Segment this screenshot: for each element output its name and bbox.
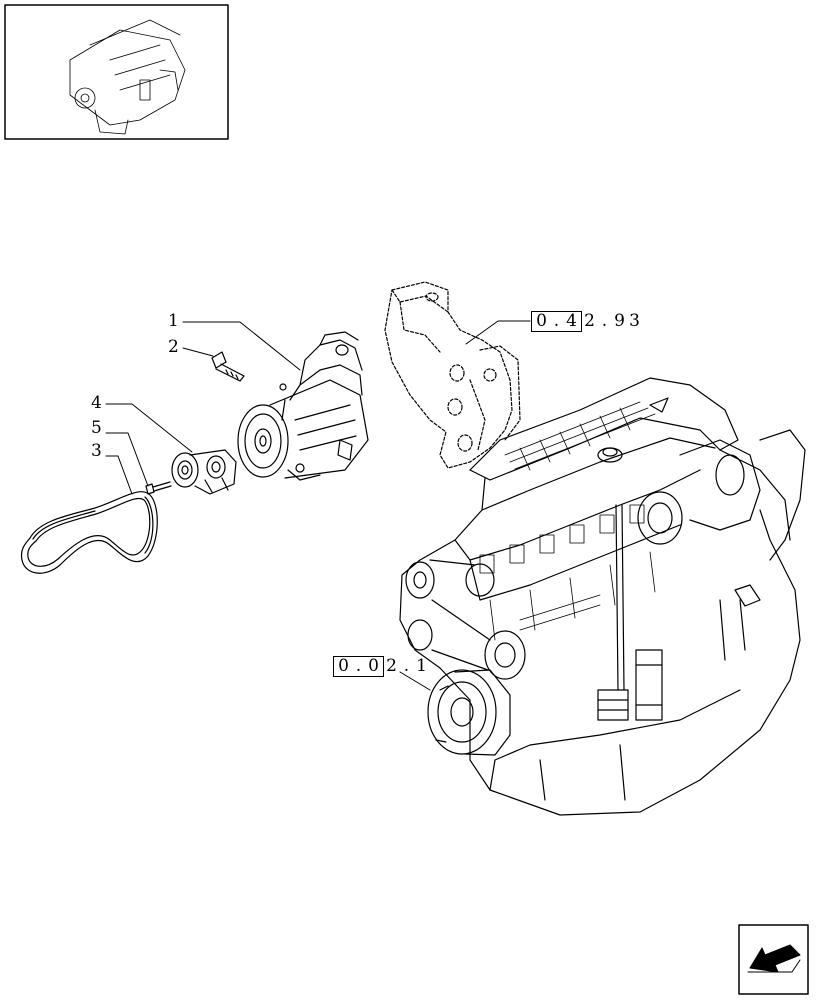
ref-char: 9 bbox=[614, 311, 625, 331]
engine-assembly bbox=[399, 377, 806, 816]
back-arrow-icon[interactable] bbox=[738, 924, 809, 995]
ref-char: 0 bbox=[368, 656, 379, 676]
ref-char: . bbox=[403, 656, 410, 676]
ref-char: 0 bbox=[338, 656, 349, 676]
crank-pulley bbox=[427, 669, 511, 756]
ref-char: 3 bbox=[629, 311, 640, 331]
bracket-reference[interactable] bbox=[384, 281, 521, 469]
reference-box: 0.4 bbox=[531, 311, 582, 332]
ref-char: 4 bbox=[566, 311, 577, 331]
callout-leaders bbox=[105, 320, 531, 691]
bolt-part-5[interactable] bbox=[145, 481, 172, 495]
ref-char: 2 bbox=[584, 311, 595, 331]
callout-3[interactable]: 3 bbox=[91, 441, 102, 461]
compressor-part-1[interactable] bbox=[237, 331, 369, 481]
reference-box: 0.0 bbox=[333, 656, 384, 677]
ref-char: . bbox=[601, 311, 608, 331]
engine-thumbnail[interactable] bbox=[4, 4, 229, 140]
tensioner-part-4[interactable] bbox=[171, 449, 237, 495]
ref-char: 0 bbox=[536, 311, 547, 331]
callout-4[interactable]: 4 bbox=[91, 393, 102, 413]
callout-5[interactable]: 5 bbox=[91, 418, 102, 438]
ref-char: 2 bbox=[386, 656, 397, 676]
callout-2[interactable]: 2 bbox=[168, 337, 179, 357]
ref-char: . bbox=[355, 656, 362, 676]
bolt-part-2[interactable] bbox=[211, 351, 245, 382]
belt-part-3[interactable] bbox=[20, 491, 158, 574]
ref-char: . bbox=[553, 311, 560, 331]
ref-char: 1 bbox=[416, 656, 427, 676]
callout-1[interactable]: 1 bbox=[168, 311, 179, 331]
